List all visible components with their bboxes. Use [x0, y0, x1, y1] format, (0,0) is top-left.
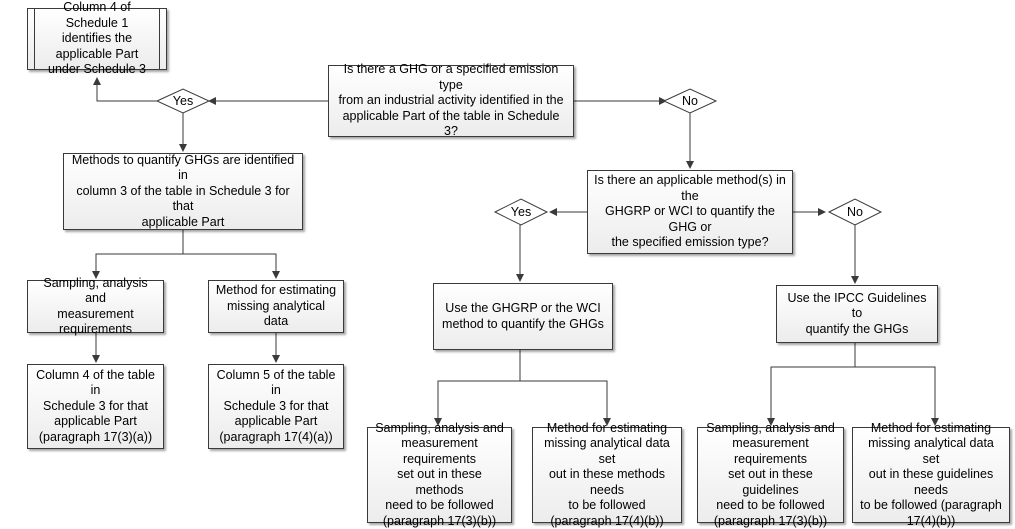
- connector-yes-schedule: [93, 77, 157, 102]
- no-label-2: No: [847, 205, 863, 219]
- question-2-box: Is there an applicable method(s) in the …: [587, 170, 793, 254]
- connector-methods-split-right: [183, 253, 280, 279]
- missing-methods-box: Method for estimating missing analytical…: [532, 421, 682, 528]
- decision-yes-2: [493, 198, 549, 226]
- sampling-guidelines-box: Sampling, analysis and measurement requi…: [697, 421, 844, 528]
- connector-ghgrp-split: [434, 350, 521, 426]
- missing-box-left: Method for estimating missing analytical…: [208, 280, 344, 333]
- ghgrp-box: Use the GHGRP or the WCI method to quant…: [433, 283, 613, 350]
- schedule-box: Column 4 of Schedule 1 identifies the ap…: [27, 0, 167, 77]
- connector-ghgrp-split-right: [520, 380, 611, 426]
- yes-label-1: Yes: [172, 94, 194, 108]
- decision-no-2: [827, 198, 883, 226]
- connector-ipcc-split: [767, 343, 856, 426]
- column5-box: Column 5 of the table in Schedule 3 for …: [208, 364, 344, 449]
- connector-methods-split: [92, 230, 184, 279]
- missing-guidelines-box: Method for estimating missing analytical…: [852, 421, 1010, 528]
- no-label-1: No: [682, 94, 698, 108]
- connector-ipcc-split-right: [855, 366, 939, 426]
- methods-box: Methods to quantify GHGs are identified …: [63, 153, 303, 230]
- decision-yes-1: [155, 88, 211, 114]
- question-1-box: Is there a GHG or a specified emission t…: [328, 62, 574, 138]
- sampling-methods-box: Sampling, analysis and measurement requi…: [367, 421, 512, 528]
- schedule-box-text: Column 4 of Schedule 1 identifies the ap…: [48, 0, 146, 77]
- ipcc-box: Use the IPCC Guidelines to quantify the …: [776, 285, 938, 343]
- column4-box: Column 4 of the table in Schedule 3 for …: [27, 364, 164, 449]
- sampling-box-left: Sampling, analysis and measurement requi…: [27, 276, 164, 336]
- yes-label-2: Yes: [510, 205, 532, 219]
- decision-no-1: [662, 88, 718, 114]
